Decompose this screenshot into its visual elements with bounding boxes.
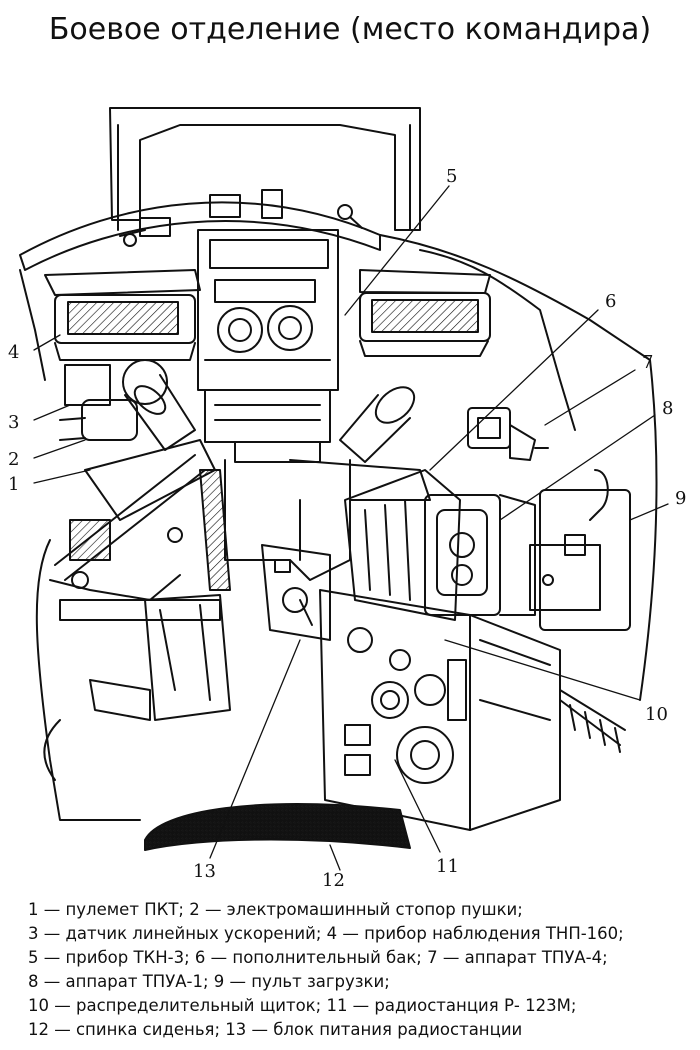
additional-tank (344, 469, 461, 621)
radio-power-supply (43, 469, 231, 781)
turret-frame (19, 107, 658, 821)
callout-10: 10 (645, 704, 668, 725)
observation-device-left (44, 269, 201, 361)
central-housing (224, 459, 431, 581)
legend-line: 3 — датчик линейных ускорений; 4 — прибо… (28, 924, 624, 943)
loading-panel (529, 469, 631, 631)
callout-12: 12 (322, 870, 345, 890)
observation-device-right (359, 269, 491, 357)
callout-7: 7 (642, 352, 653, 373)
left-eyepiece-assembly (59, 359, 196, 451)
callout-labels: 1 2 3 4 5 6 7 8 9 10 11 12 13 (8, 166, 686, 890)
tpua1-unit (424, 494, 536, 616)
tpua4-unit (467, 407, 549, 461)
legend-line: 5 — прибор ТКН-3; 6 — пополнительный бак… (28, 948, 608, 967)
machine-gun-pkt (49, 439, 221, 621)
legend-line: 8 — аппарат ТПУА-1; 9 — пульт загрузки; (28, 972, 390, 991)
callout-8: 8 (662, 398, 673, 419)
diagram-svg: 1 2 3 4 5 6 7 8 9 10 11 12 13 (8, 107, 686, 890)
legend-line: 1 — пулемет ПКТ; 2 — электромашинный сто… (28, 900, 523, 919)
diagram-figure: 1 2 3 4 5 6 7 8 9 10 11 12 13 (0, 60, 700, 890)
distribution-board (261, 544, 331, 641)
right-eyepiece (339, 386, 416, 463)
callout-11: 11 (436, 856, 459, 877)
seat-back (144, 803, 411, 851)
legend-line: 10 — распределительный щиток; 11 — радио… (28, 996, 577, 1015)
roof-fittings (119, 189, 363, 247)
callout-4: 4 (8, 342, 19, 363)
callout-13: 13 (193, 861, 216, 882)
callout-9: 9 (675, 488, 686, 509)
callout-2: 2 (8, 449, 19, 470)
radio-station-r123m (319, 589, 626, 831)
legend-line: 12 — спинка сиденья; 13 — блок питания р… (28, 1020, 523, 1039)
callout-5: 5 (446, 166, 457, 187)
commander-sight-tkn3 (197, 229, 339, 463)
page-title: Боевое отделение (место командира) (48, 12, 652, 47)
legend: 1 — пулемет ПКТ; 2 — электромашинный сто… (28, 898, 688, 1042)
callout-6: 6 (605, 291, 616, 312)
leader-lines (33, 185, 669, 871)
callout-3: 3 (8, 412, 19, 433)
callout-1: 1 (8, 474, 19, 495)
